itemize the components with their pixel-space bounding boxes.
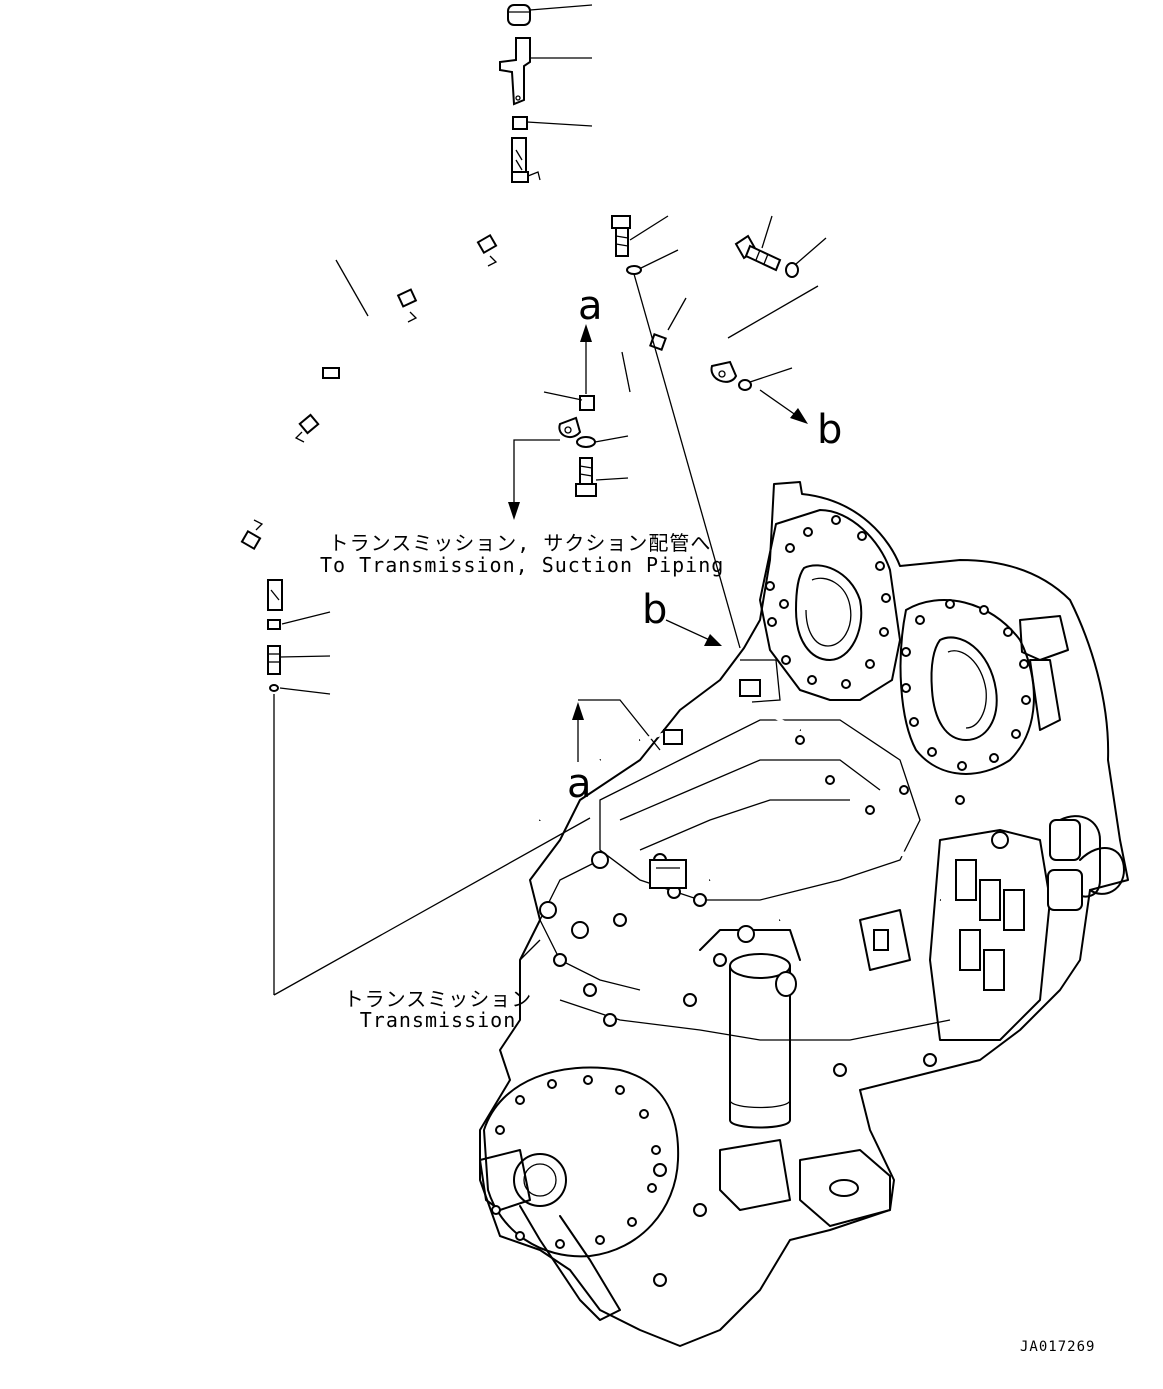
callout-a-top: a bbox=[578, 283, 603, 329]
transmission-label-en: Transmission bbox=[359, 1008, 517, 1032]
suction-piping-label-jp: トランスミッション, サクション配管へ bbox=[328, 531, 712, 555]
suction-piping-label-en: To Transmission, Suction Piping bbox=[320, 553, 725, 577]
callout-a-bottom: a bbox=[567, 761, 592, 807]
transmission-body bbox=[479, 481, 1129, 1347]
flange-bolts bbox=[765, 515, 1031, 771]
callout-b-mid: b bbox=[642, 587, 668, 633]
drawing-code: JA017269 bbox=[1020, 1339, 1096, 1355]
callout-b-right: b bbox=[817, 407, 843, 453]
hose-assembly-left bbox=[237, 4, 593, 996]
tube-assembly-middle bbox=[508, 215, 827, 649]
transmission-label-jp: トランスミッション bbox=[343, 987, 533, 1011]
